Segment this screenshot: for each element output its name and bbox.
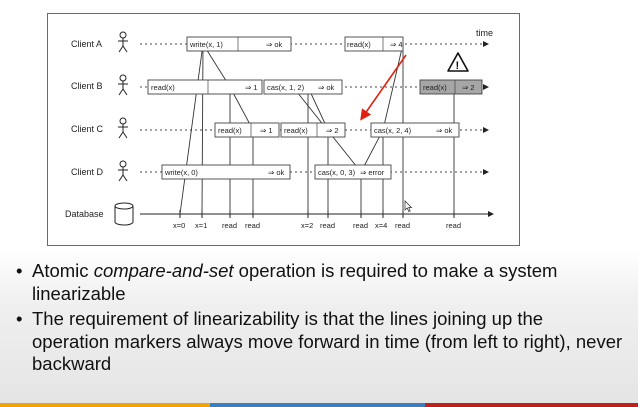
op-box-d-cas — [314, 164, 392, 180]
op-box-c-read — [214, 122, 280, 138]
op-label: read(x) — [423, 83, 447, 92]
op-box-a-read — [344, 36, 404, 52]
db-tick-label: read — [320, 221, 335, 230]
op-result: ⇒ ok — [318, 83, 335, 92]
client-d-person-icon — [118, 160, 128, 182]
client-c-person-icon — [118, 117, 128, 139]
op-result: ⇒ error — [360, 168, 385, 177]
op-box-c-read2 — [280, 122, 346, 138]
db-tick-label: read — [353, 221, 368, 230]
db-tick-label: read — [245, 221, 260, 230]
bullet-emphasis: compare-and-set — [93, 260, 234, 281]
client-d-label: Client D — [71, 167, 104, 177]
bullet-item: • Atomic compare-and-set operation is re… — [14, 260, 624, 305]
db-tick-label: x=0 — [173, 221, 185, 230]
client-a-label: Client A — [71, 39, 102, 49]
op-result: ⇒ ok — [436, 126, 453, 135]
bullet-list: • Atomic compare-and-set operation is re… — [14, 260, 624, 379]
backward-in-time-arrow — [360, 54, 407, 121]
bullet-dot: • — [16, 308, 23, 329]
op-box-d-write — [161, 164, 291, 180]
op-label: cas(x, 2, 4) — [374, 126, 412, 135]
op-result: ⇒ 2 — [462, 83, 475, 92]
op-result: ⇒ ok — [268, 168, 285, 177]
warning-icon: ! — [447, 52, 469, 72]
db-tick-label: read — [446, 221, 461, 230]
op-label: read(x) — [284, 126, 308, 135]
op-label: cas(x, 0, 3) — [318, 168, 356, 177]
op-result: ⇒ 4 — [390, 40, 403, 49]
op-box-b-cas — [263, 79, 343, 95]
database-label: Database — [65, 209, 104, 219]
op-label: write(x, 1) — [189, 40, 223, 49]
linearizability-diagram: time Client A Client B Client C Client D… — [47, 13, 520, 246]
client-b-label: Client B — [71, 81, 103, 91]
database-icon — [114, 202, 134, 226]
time-label: time — [476, 28, 493, 38]
footer-segment — [210, 403, 425, 407]
op-result: ⇒ ok — [266, 40, 283, 49]
bullet-text: operation is required to make a system l… — [32, 260, 558, 304]
footer-segment — [0, 403, 210, 407]
op-label: cas(x, 1, 2) — [267, 83, 305, 92]
op-label: read(x) — [218, 126, 242, 135]
op-box-b-read2 — [419, 79, 483, 95]
db-tick-label: read — [395, 221, 410, 230]
db-tick-label: read — [222, 221, 237, 230]
op-result: ⇒ 1 — [245, 83, 258, 92]
bullet-item: • The requirement of linearizability is … — [14, 308, 624, 376]
footer-color-bar — [0, 403, 638, 407]
bullet-text: Atomic — [32, 260, 94, 281]
op-box-b-read — [147, 79, 263, 95]
client-timelines — [140, 41, 489, 175]
op-box-c-cas — [370, 122, 460, 138]
client-a-person-icon — [118, 31, 128, 53]
diagram-canvas: time Client A Client B Client C Client D… — [65, 28, 494, 230]
bullet-text: The requirement of linearizability is th… — [32, 308, 623, 374]
warning-mark: ! — [456, 60, 460, 72]
op-label: read(x) — [347, 40, 371, 49]
op-label: read(x) — [151, 83, 175, 92]
op-label: write(x, 0) — [164, 168, 198, 177]
client-b-person-icon — [118, 74, 128, 96]
db-tick-label: x=4 — [375, 221, 387, 230]
bullet-dot: • — [16, 260, 23, 281]
op-box-a-write — [186, 36, 292, 52]
mouse-cursor-icon — [404, 200, 413, 212]
op-result: ⇒ 2 — [326, 126, 339, 135]
client-c-label: Client C — [71, 124, 104, 134]
footer-segment — [425, 403, 638, 407]
db-tick-label: x=1 — [195, 221, 207, 230]
op-result: ⇒ 1 — [260, 126, 273, 135]
db-tick-label: x=2 — [301, 221, 313, 230]
